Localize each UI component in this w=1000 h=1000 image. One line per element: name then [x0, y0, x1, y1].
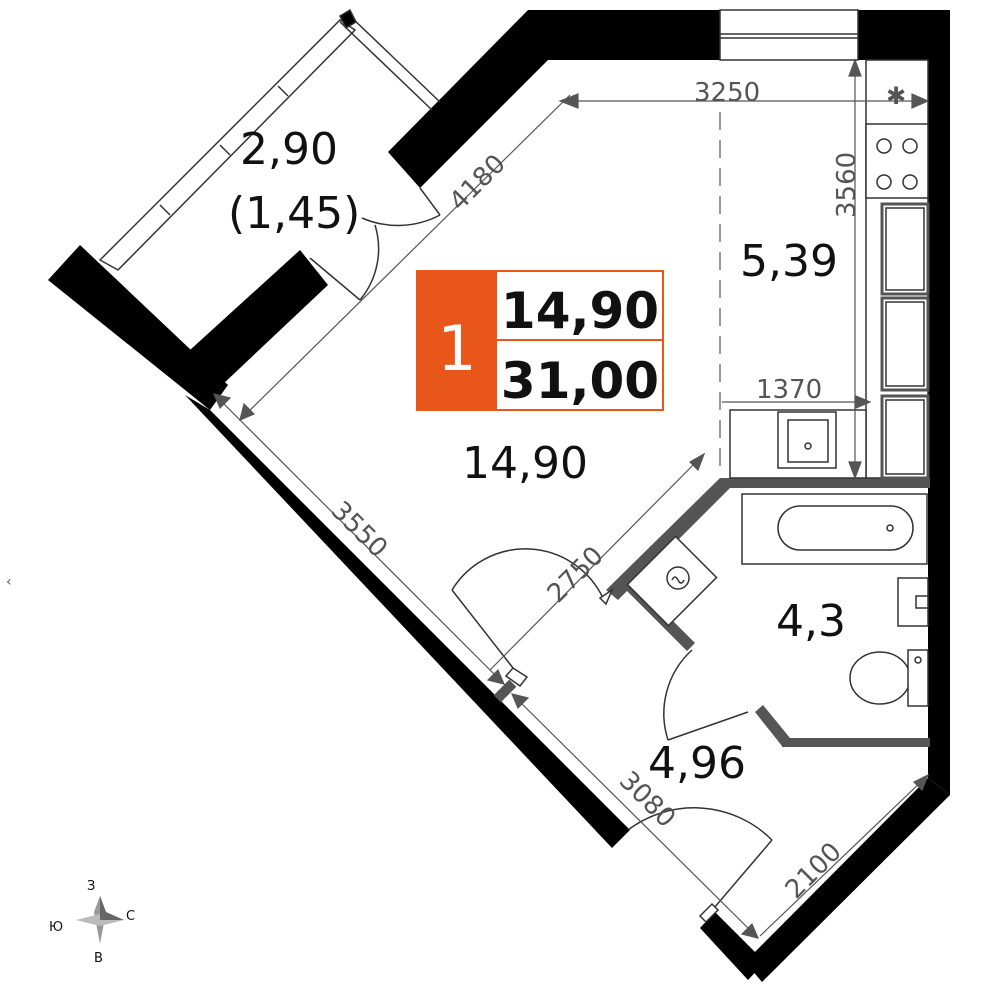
exterior-walls	[48, 10, 950, 982]
balcony-area: 2,90	[240, 124, 338, 175]
vent-marker: ✱	[886, 82, 906, 110]
badge-living-area: 14,90	[501, 282, 659, 340]
bathroom-area: 4,3	[776, 596, 846, 647]
dim-4180: 4180	[444, 149, 512, 217]
badge-rooms: 1	[437, 312, 476, 385]
badge-total-area: 31,00	[501, 352, 659, 410]
balcony-reduced-area: (1,45)	[228, 188, 360, 239]
living-room-area: 14,90	[462, 438, 588, 489]
toilet-icon	[849, 649, 929, 707]
stove-icon	[876, 138, 892, 154]
top-window	[719, 9, 859, 61]
compass-north: З	[87, 879, 95, 894]
doors	[451, 548, 773, 924]
washing-machine-icon	[626, 535, 718, 627]
compass-west: Ю	[49, 920, 63, 935]
dimension-lines	[212, 58, 930, 939]
compass-south: В	[94, 951, 103, 966]
compass-east: С	[126, 909, 135, 924]
kitchen-area: 5,39	[740, 236, 838, 287]
bathroom-fixtures	[626, 493, 929, 707]
kitchen-furniture	[729, 59, 930, 480]
hallway-area: 4,96	[648, 738, 746, 789]
dim-3250: 3250	[694, 78, 760, 108]
apartment-badge: 1 14,90 31,00	[416, 270, 664, 411]
dim-3560: 3560	[832, 152, 862, 218]
left-edge-marker: ‹	[6, 574, 12, 590]
dim-2750: 2750	[542, 541, 610, 609]
compass-icon: З Ю С В	[49, 879, 135, 966]
badge-rooms-box	[417, 271, 497, 410]
dim-1370: 1370	[756, 375, 822, 405]
balcony-outline	[98, 8, 441, 301]
